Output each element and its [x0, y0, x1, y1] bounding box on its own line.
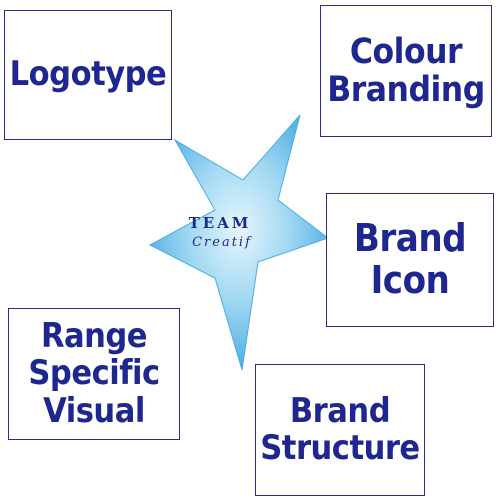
- brand-icon-line-1: Brand: [353, 216, 467, 261]
- team-label: TEAM: [189, 214, 252, 232]
- range-specific-visual-label: Range Specific Visual: [28, 315, 160, 431]
- brand-icon-box: Brand Icon: [326, 193, 494, 327]
- range-specific-visual-box: Range Specific Visual: [8, 308, 180, 440]
- range-line-3: Visual: [43, 390, 145, 431]
- colour-branding-line-2: Branding: [327, 70, 485, 110]
- brand-structure-box: Brand Structure: [255, 364, 425, 496]
- brand-icon-label: Brand Icon: [353, 216, 467, 302]
- range-line-2: Specific: [28, 353, 160, 394]
- creatif-label: Creatif: [192, 235, 252, 250]
- range-line-1: Range: [40, 315, 148, 356]
- brand-structure-line-1: Brand: [289, 390, 391, 431]
- logotype-line-1: Logotype: [9, 54, 167, 95]
- colour-branding-line-1: Colour: [349, 31, 463, 72]
- brand-icon-line-2: Icon: [370, 258, 450, 302]
- colour-branding-box: Colour Branding: [320, 5, 492, 137]
- logotype-box: Logotype: [4, 10, 172, 140]
- colour-branding-label: Colour Branding: [327, 31, 485, 110]
- logotype-label: Logotype: [9, 54, 167, 95]
- brand-structure-label: Brand Structure: [260, 390, 420, 468]
- star-shape: [148, 114, 330, 371]
- brand-structure-line-2: Structure: [260, 428, 420, 468]
